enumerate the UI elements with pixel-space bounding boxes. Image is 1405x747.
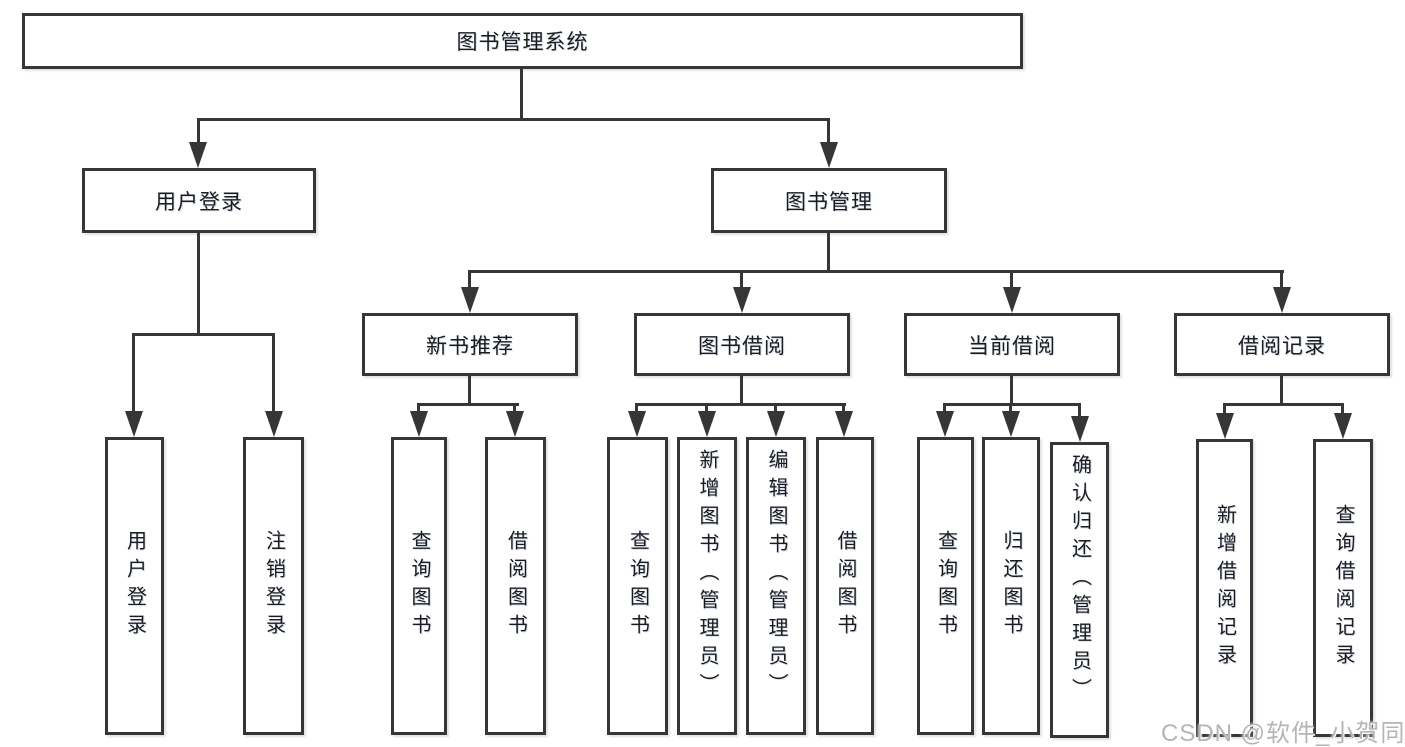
connector-line xyxy=(842,403,845,415)
node-label: 查询图书 xyxy=(408,530,430,642)
connector-line xyxy=(1223,403,1344,406)
node-current-borrowing: 当前借阅 xyxy=(904,313,1120,376)
node-label: 图书管理系统 xyxy=(456,31,589,54)
node-query-books-current: 查询图书 xyxy=(917,437,974,735)
connector-line xyxy=(132,333,275,336)
connector-line xyxy=(468,270,1284,273)
node-label: 借阅记录 xyxy=(1238,334,1326,358)
node-label: 用户登录 xyxy=(123,530,146,642)
node-borrow-books-borrowing: 借阅图书 xyxy=(816,437,874,735)
arrow-down-icon xyxy=(698,411,716,437)
arrow-down-icon xyxy=(125,411,143,437)
arrow-down-icon xyxy=(1273,287,1291,313)
connector-line xyxy=(740,376,743,406)
node-label: 注销登录 xyxy=(262,530,285,642)
arrow-down-icon xyxy=(1216,413,1234,439)
connector-line xyxy=(774,403,777,415)
node-user-login-branch: 用户登录 xyxy=(82,168,316,233)
node-label: 当前借阅 xyxy=(968,334,1056,358)
node-book-management-branch: 图书管理 xyxy=(711,168,947,233)
arrow-down-icon xyxy=(1334,413,1352,439)
node-label: 确认归还（管理员） xyxy=(1068,454,1091,706)
arrow-down-icon xyxy=(820,142,838,168)
connector-line xyxy=(1078,403,1081,420)
arrow-down-icon xyxy=(936,411,954,437)
connector-line xyxy=(740,270,743,290)
node-label: 新增借阅记录 xyxy=(1213,504,1236,672)
arrow-down-icon xyxy=(189,142,207,168)
node-label: 图书管理 xyxy=(785,190,873,214)
connector-line xyxy=(513,403,516,415)
node-new-book-recommend: 新书推荐 xyxy=(362,313,578,376)
node-query-books-recommend: 查询图书 xyxy=(391,437,447,735)
arrow-down-icon xyxy=(461,287,479,313)
node-query-books-borrowing: 查询图书 xyxy=(607,437,668,735)
connector-line xyxy=(1223,403,1226,417)
node-label: 归还图书 xyxy=(1000,530,1022,642)
connector-line xyxy=(197,233,200,335)
connector-line xyxy=(132,333,135,413)
node-borrowing-records: 借阅记录 xyxy=(1174,313,1390,376)
node-label: 借阅图书 xyxy=(834,530,856,642)
node-book-borrowing: 图书借阅 xyxy=(634,313,850,376)
connector-line xyxy=(1010,270,1013,290)
connector-line xyxy=(943,403,1081,406)
connector-line xyxy=(1341,403,1344,417)
node-label: 查询借阅记录 xyxy=(1332,504,1354,672)
connector-line xyxy=(635,403,638,415)
csdn-watermark: CSDN @软件_小贺同学 xyxy=(1161,720,1405,747)
node-label: 新增图书（管理员） xyxy=(696,449,718,701)
connector-line xyxy=(197,118,830,121)
connector-line xyxy=(417,403,420,415)
connector-line xyxy=(705,403,708,415)
node-add-books-admin: 新增图书（管理员） xyxy=(677,437,737,735)
node-query-borrow-record: 查询借阅记录 xyxy=(1313,439,1373,737)
arrow-down-icon xyxy=(767,411,785,437)
connector-line xyxy=(1010,376,1013,406)
arrow-down-icon xyxy=(1002,411,1020,437)
node-logout-login: 注销登录 xyxy=(243,437,304,735)
node-label: 查询图书 xyxy=(626,530,649,642)
node-add-borrow-record: 新增借阅记录 xyxy=(1196,439,1253,737)
node-label: 编辑图书（管理员） xyxy=(765,449,787,701)
connector-line xyxy=(1280,376,1283,405)
connector-line xyxy=(197,118,200,146)
connector-line xyxy=(827,118,830,146)
connector-line xyxy=(468,270,471,290)
connector-line xyxy=(943,403,946,415)
node-borrow-books-recommend: 借阅图书 xyxy=(485,437,546,735)
node-library-management-system: 图书管理系统 xyxy=(22,13,1023,69)
connector-line xyxy=(417,403,519,406)
connector-line xyxy=(1280,270,1283,290)
connector-line xyxy=(635,403,846,406)
arrow-down-icon xyxy=(733,287,751,313)
connector-line xyxy=(468,376,471,406)
connector-line xyxy=(1009,403,1012,415)
arrow-down-icon xyxy=(1071,416,1089,442)
connector-line xyxy=(827,233,830,272)
connector-line xyxy=(272,333,275,413)
node-confirm-return-admin: 确认归还（管理员） xyxy=(1050,442,1109,738)
arrow-down-icon xyxy=(410,411,428,437)
arrow-down-icon xyxy=(835,411,853,437)
node-label: 借阅图书 xyxy=(504,530,527,642)
node-edit-books-admin: 编辑图书（管理员） xyxy=(746,437,806,735)
node-label: 用户登录 xyxy=(155,190,243,214)
node-label: 图书借阅 xyxy=(698,334,786,358)
arrow-down-icon xyxy=(265,411,283,437)
connector-line xyxy=(520,69,523,120)
arrow-down-icon xyxy=(506,411,524,437)
arrow-down-icon xyxy=(628,411,646,437)
arrow-down-icon xyxy=(1003,287,1021,313)
node-return-books: 归还图书 xyxy=(982,437,1040,735)
node-label: 查询图书 xyxy=(934,530,957,642)
node-label: 新书推荐 xyxy=(426,334,514,358)
node-user-login: 用户登录 xyxy=(105,437,164,735)
